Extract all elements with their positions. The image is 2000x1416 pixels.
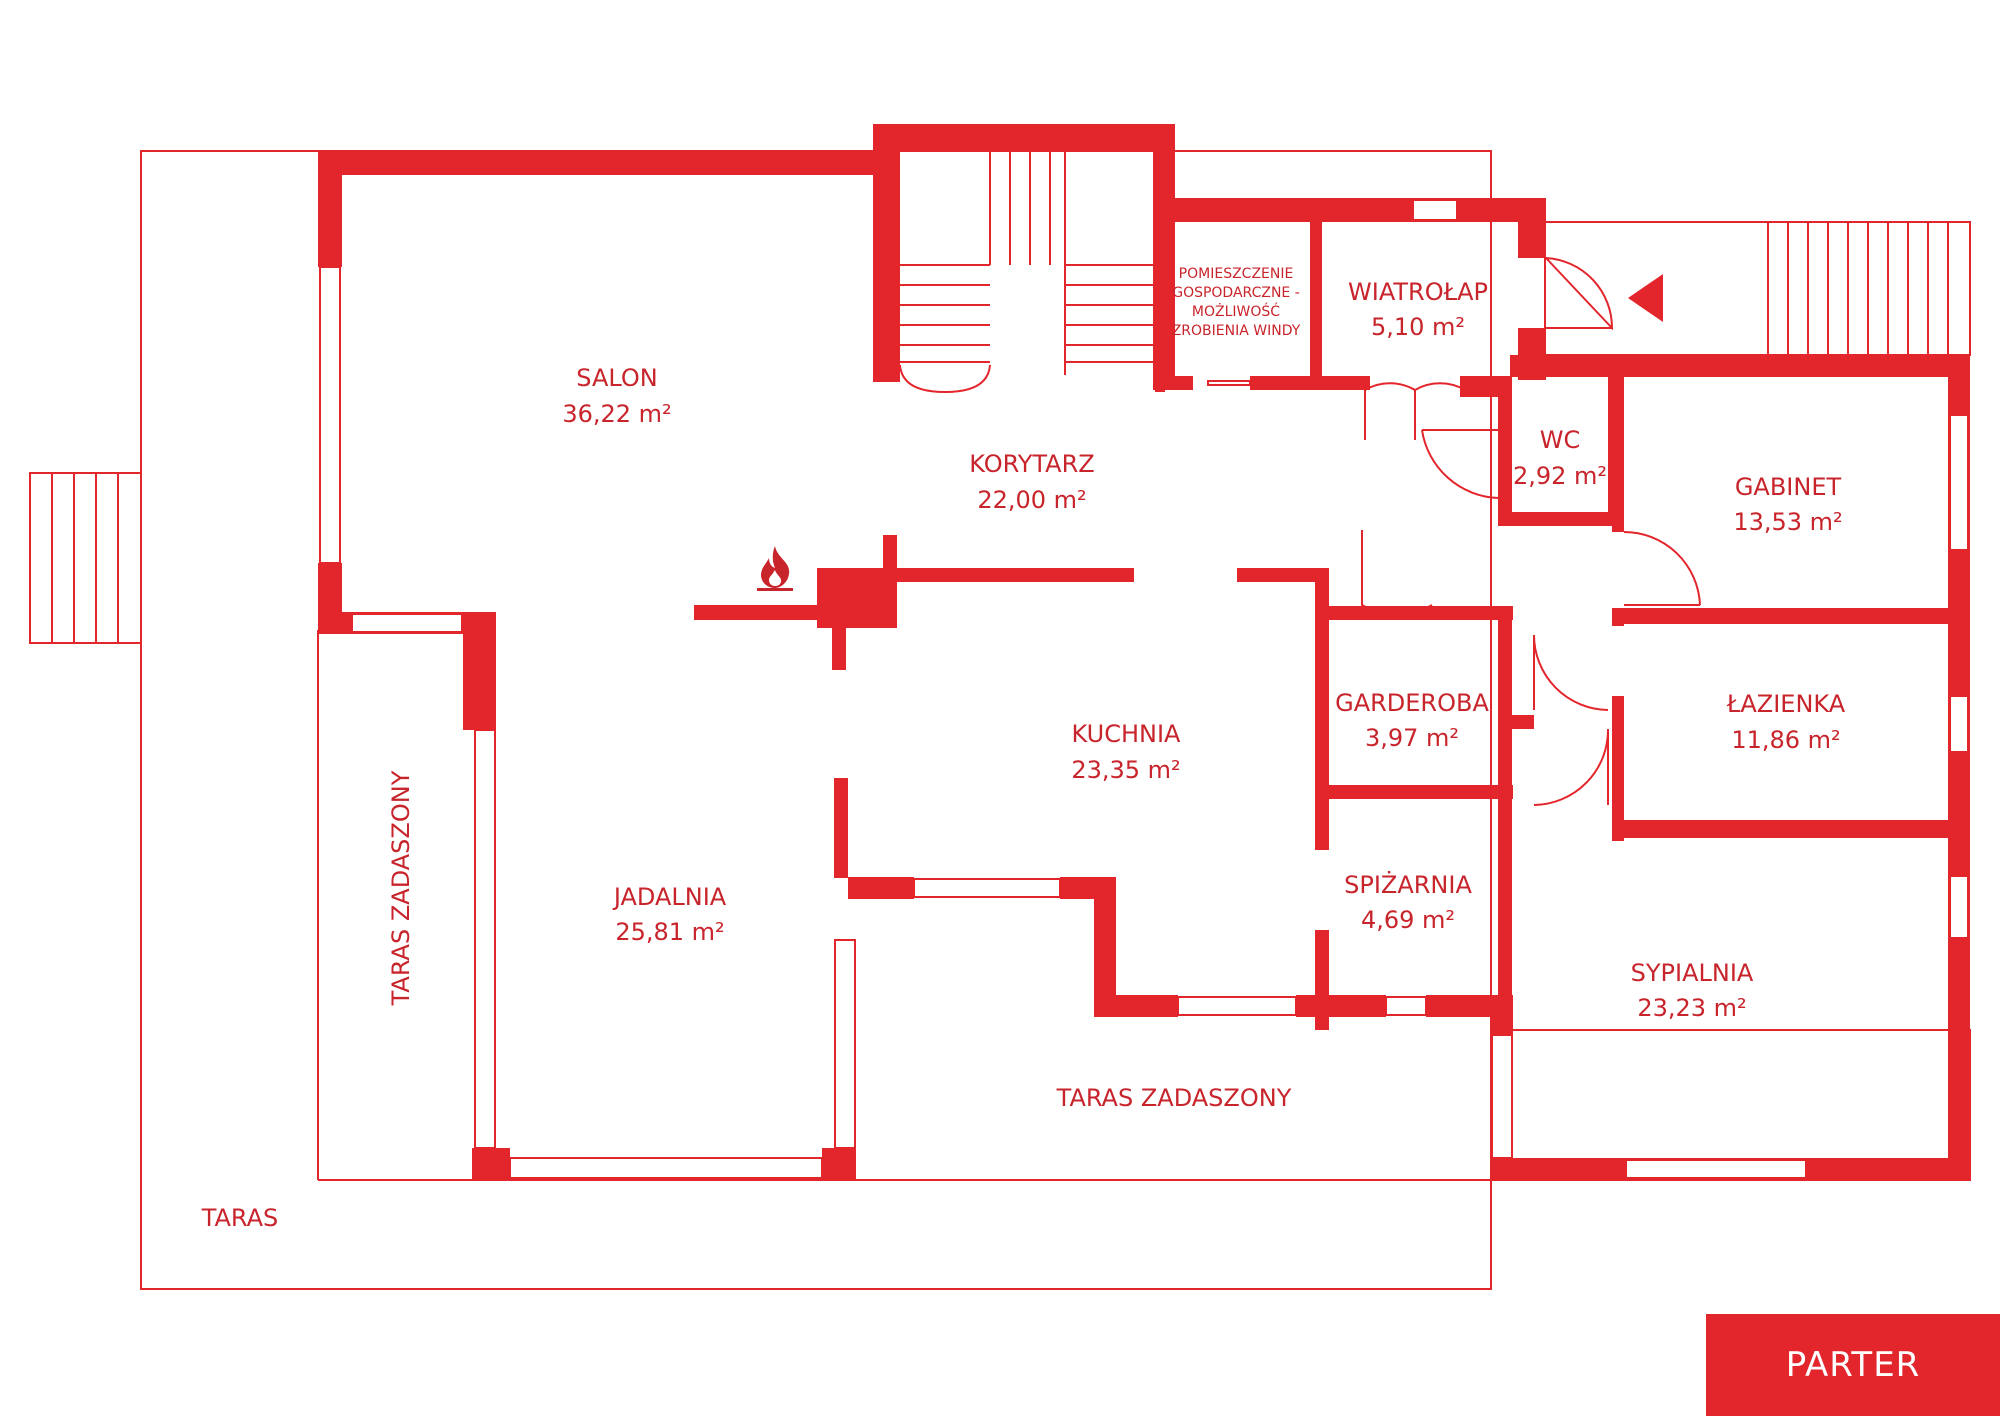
room-name-sypialnia: SYPIALNIA bbox=[1631, 959, 1754, 987]
room-area-korytarz: 22,00 m² bbox=[977, 486, 1086, 514]
room-name-lazienka: ŁAZIENKA bbox=[1726, 690, 1846, 718]
room-name-garderoba: GARDEROBA bbox=[1335, 689, 1489, 717]
room-area-lazienka: 11,86 m² bbox=[1731, 726, 1840, 754]
taras-label: TARAS bbox=[201, 1204, 279, 1232]
pomieszczenie-line-4: ZROBIENIA WINDY bbox=[1172, 323, 1301, 339]
terrace-outlines bbox=[140, 150, 1971, 1290]
room-area-jadalnia: 25,81 m² bbox=[615, 918, 724, 946]
taras-zadaszony-bottom-label: TARAS ZADASZONY bbox=[1056, 1084, 1292, 1112]
room-name-gabinet: GABINET bbox=[1735, 473, 1842, 501]
pomieszczenie-line-1: POMIESZCZENIE bbox=[1179, 266, 1294, 282]
room-area-garderoba: 3,97 m² bbox=[1365, 724, 1459, 752]
room-area-sypialnia: 23,23 m² bbox=[1637, 994, 1746, 1022]
taras-zadaszony-left-label: TARAS ZADASZONY bbox=[387, 770, 415, 1006]
room-name-spizarnia: SPIŻARNIA bbox=[1344, 870, 1472, 899]
room-labels: SALON 36,22 m² KORYTARZ 22,00 m² KUCHNIA… bbox=[201, 266, 1846, 1232]
room-name-wiatrolap: WIATROŁAP bbox=[1348, 278, 1488, 306]
room-area-gabinet: 13,53 m² bbox=[1733, 508, 1842, 536]
room-name-korytarz: KORYTARZ bbox=[969, 450, 1094, 478]
pomieszczenie-line-2: GOSPODARCZNE - bbox=[1172, 285, 1300, 301]
windows bbox=[319, 199, 1969, 1179]
entrance-arrow-icon bbox=[1628, 274, 1663, 322]
room-name-jadalnia: JADALNIA bbox=[612, 883, 727, 911]
entrance-steps bbox=[1767, 221, 1971, 356]
room-area-wc: 2,92 m² bbox=[1513, 462, 1607, 490]
room-name-kuchnia: KUCHNIA bbox=[1072, 720, 1181, 748]
room-area-salon: 36,22 m² bbox=[562, 400, 671, 428]
pomieszczenie-line-3: MOŻLIWOŚĆ bbox=[1192, 302, 1280, 320]
room-name-salon: SALON bbox=[576, 364, 657, 392]
room-area-wiatrolap: 5,10 m² bbox=[1371, 313, 1465, 341]
fire-icon bbox=[757, 546, 793, 591]
door-swings bbox=[1361, 257, 1701, 806]
staircase bbox=[899, 150, 1155, 394]
floor-label-badge: PARTER bbox=[1706, 1314, 2000, 1416]
left-steps bbox=[29, 472, 142, 644]
room-area-spizarnia: 4,69 m² bbox=[1361, 906, 1455, 934]
room-name-wc: WC bbox=[1540, 426, 1581, 454]
room-area-kuchnia: 23,35 m² bbox=[1071, 756, 1180, 784]
